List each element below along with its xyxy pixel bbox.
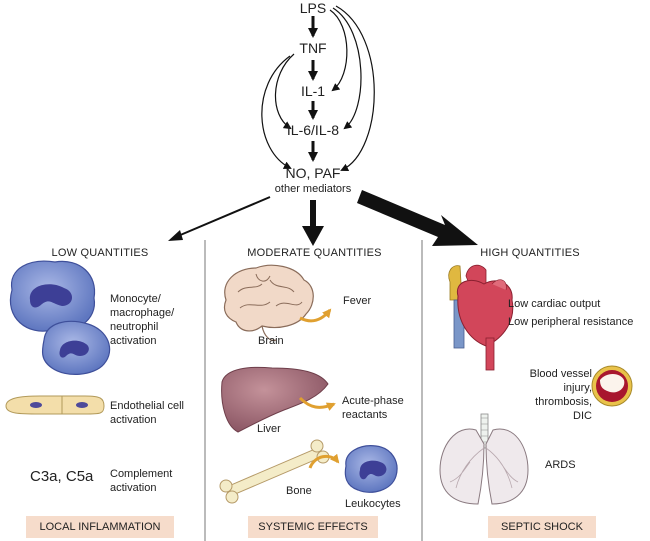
monocyte-cell-1 — [9, 260, 96, 332]
liver-label: Liver — [257, 423, 281, 435]
footer-septic-shock: SEPTIC SHOCK — [488, 516, 596, 538]
monocyte-activation-label: Monocyte/ macrophage/ neutrophil activat… — [110, 293, 175, 347]
monocyte-cell-2 — [41, 320, 111, 375]
no-paf-label: NO, PAF — [285, 165, 341, 181]
lps-label: LPS — [299, 0, 327, 16]
brain-label: Brain — [258, 335, 284, 347]
fever-label: Fever — [343, 295, 372, 307]
bone-label: Bone — [286, 485, 312, 497]
lungs-icon — [439, 413, 529, 505]
footer-local-inflammation: LOCAL INFLAMMATION — [26, 516, 174, 538]
curve-tnf-no — [261, 55, 292, 169]
complement-factors: C3a, C5a — [30, 468, 94, 485]
arrow-low — [177, 196, 271, 237]
curve-lps-no — [335, 5, 375, 172]
il6-label: IL-6/IL-8 — [286, 122, 340, 138]
arrow-high — [357, 190, 478, 246]
acute-phase-label: Acute-phase reactants — [342, 395, 404, 421]
complement-activation-label: Complement activation — [110, 468, 173, 494]
heading-low: LOW QUANTITIES — [51, 247, 149, 259]
callout-acute — [298, 396, 336, 411]
endothelial-activation-label: Endothelial cell activation — [110, 400, 184, 426]
arrow-moderate-head — [302, 226, 324, 246]
blood-vessel-label: Blood vessel injury, thrombosis, DIC — [529, 368, 592, 422]
bone-icon — [219, 439, 330, 504]
leukocytes-label: Leukocytes — [345, 498, 401, 510]
blood-vessel-icon — [591, 365, 633, 407]
curve-lps-il6 — [332, 7, 362, 130]
c5a-label: C5a — [65, 468, 94, 485]
arrow-low-head — [168, 230, 183, 241]
liver-icon — [221, 366, 329, 433]
heading-high: HIGH QUANTITIES — [480, 247, 580, 259]
cardiac-output-label: Low cardiac output — [508, 298, 601, 310]
leukocyte-cell — [344, 445, 398, 493]
endothelial-cells — [5, 395, 105, 415]
callout-fever — [299, 308, 332, 323]
c3a-label: C3a — [30, 468, 58, 485]
ards-label: ARDS — [545, 459, 576, 471]
curve-lps-il1 — [329, 9, 348, 92]
brain-icon — [223, 264, 314, 341]
other-mediators-label: other mediators — [274, 183, 352, 195]
peripheral-resistance-label: Low peripheral resistance — [508, 316, 634, 328]
curve-tnf-il6 — [274, 53, 295, 130]
heading-moderate: MODERATE QUANTITIES — [247, 247, 382, 259]
footer-systemic-effects: SYSTEMIC EFFECTS — [248, 516, 378, 538]
callout-leukocytes — [308, 453, 340, 469]
flow-arrows — [261, 5, 375, 172]
il1-label: IL-1 — [300, 83, 326, 99]
tnf-label: TNF — [299, 40, 327, 56]
quantity-arrows — [168, 190, 478, 246]
heart-icon — [448, 264, 514, 371]
